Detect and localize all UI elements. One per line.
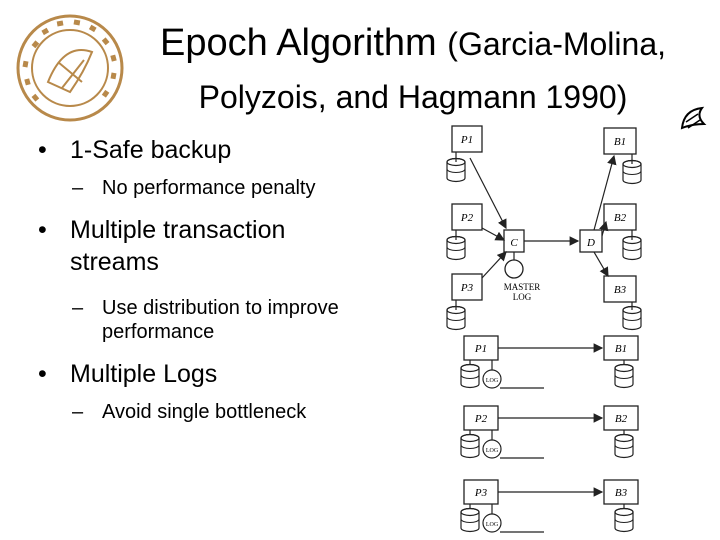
database-icon bbox=[460, 363, 480, 389]
title-line-2: Polyzois, and Hagmann 1990) bbox=[198, 79, 628, 115]
log-icon bbox=[482, 369, 502, 389]
corner-emblem-logo bbox=[680, 106, 707, 130]
backup-node: B1 bbox=[603, 127, 642, 185]
primary-label: P2 bbox=[474, 413, 488, 425]
bullet-item: Multiple transaction streams bbox=[30, 214, 360, 278]
distributor-node: D bbox=[579, 229, 603, 253]
flow-arrows bbox=[469, 154, 617, 279]
backup-label: B3 bbox=[614, 284, 627, 296]
backup-label: B3 bbox=[615, 487, 628, 499]
title-paren: (Garcia-Molina, bbox=[447, 26, 666, 62]
bullet-item: 1-Safe backup bbox=[30, 134, 410, 166]
bottom-section: P1 B1 LOG P2 B2 LOG bbox=[460, 335, 639, 533]
log-pair: P2 B2 LOG bbox=[460, 405, 639, 459]
master-log-label: MASTER bbox=[504, 282, 541, 292]
database-icon bbox=[460, 433, 480, 459]
coordinator-label: C bbox=[510, 237, 518, 249]
backup-node: B2 bbox=[603, 203, 642, 261]
title-line-1: Epoch Algorithm (Garcia-Molina, bbox=[128, 16, 698, 71]
database-icon bbox=[614, 433, 634, 459]
log-pair: P3 B3 LOG bbox=[460, 479, 639, 533]
database-icon bbox=[614, 507, 634, 533]
database-icon bbox=[614, 363, 634, 389]
primary-label: P1 bbox=[474, 343, 487, 355]
primary-label: P1 bbox=[460, 134, 473, 146]
backup-label: B1 bbox=[614, 136, 626, 148]
database-icon bbox=[460, 507, 480, 533]
primary-label: P3 bbox=[460, 282, 474, 294]
primary-label: P3 bbox=[474, 487, 488, 499]
distributor-label: D bbox=[586, 237, 595, 249]
log-icon bbox=[482, 513, 502, 533]
sub-bullet-item: Use distribution to improve performance bbox=[30, 296, 362, 344]
sub-bullet-item: Avoid single bottleneck bbox=[30, 400, 410, 424]
log-label: LOG bbox=[486, 378, 499, 384]
backup-label: B1 bbox=[615, 343, 627, 355]
log-label: LOG bbox=[486, 448, 499, 454]
sub-bullet-item: No performance penalty bbox=[30, 176, 322, 200]
backup-label: B2 bbox=[614, 212, 627, 224]
primary-label: P2 bbox=[460, 212, 474, 224]
university-seal-logo bbox=[16, 14, 124, 122]
bullet-item: Multiple Logs bbox=[30, 358, 410, 390]
coordinator-node: C MASTER LOG bbox=[503, 229, 541, 302]
primary-node: P3 bbox=[446, 273, 483, 331]
master-log-label: LOG bbox=[513, 292, 532, 302]
title-main: Epoch Algorithm bbox=[160, 22, 437, 64]
backup-node: B3 bbox=[603, 275, 642, 331]
primary-node: P1 bbox=[446, 125, 483, 183]
log-icon bbox=[482, 439, 502, 459]
master-log-icon bbox=[504, 259, 524, 279]
slide-title: Epoch Algorithm (Garcia-Molina, Polyzois… bbox=[128, 16, 698, 119]
log-pair: P1 B1 LOG bbox=[460, 335, 639, 389]
primary-node: P2 bbox=[446, 203, 483, 261]
backup-label: B2 bbox=[615, 413, 628, 425]
epoch-replication-diagram: P1 P2 P3 B1 B2 bbox=[446, 125, 642, 533]
top-section: P1 P2 P3 B1 B2 bbox=[446, 125, 642, 331]
bullet-list: 1-Safe backup No performance penalty Mul… bbox=[30, 134, 410, 424]
log-label: LOG bbox=[486, 522, 499, 528]
